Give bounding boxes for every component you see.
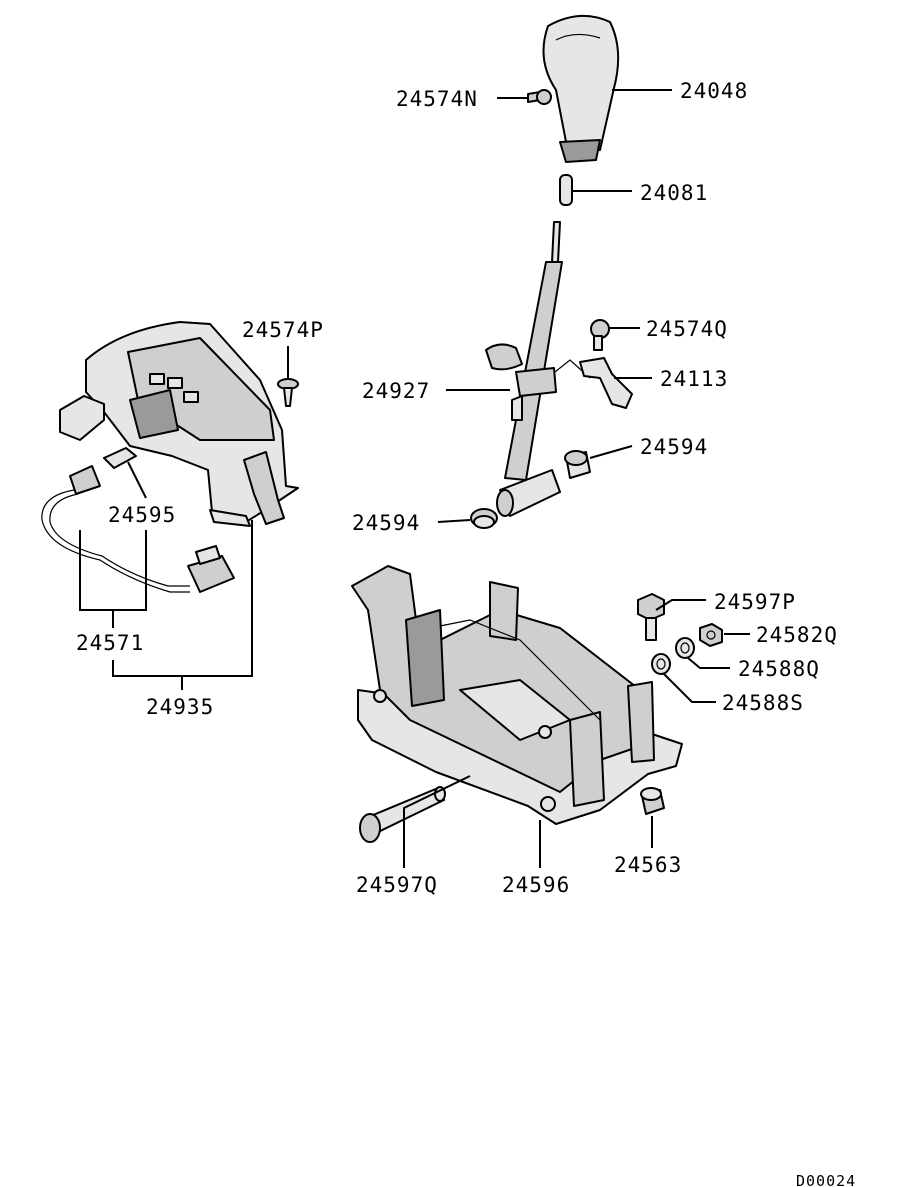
leader-lines [79, 89, 750, 868]
label-24582Q: 24582Q [756, 623, 838, 647]
bushing-24594-upper [564, 450, 591, 479]
bolt-24574Q [590, 319, 610, 351]
label-24571: 24571 [76, 631, 144, 655]
label-24594-upper: 24594 [640, 435, 708, 459]
wire-harness-24571 [41, 465, 235, 593]
washer-24588S [651, 653, 671, 675]
label-24927: 24927 [362, 379, 430, 403]
base-bracket-24596 [351, 565, 683, 825]
label-24048: 24048 [680, 79, 748, 103]
label-24597P: 24597P [714, 590, 796, 614]
nut-24582Q [699, 623, 723, 647]
shift-knob-24048 [542, 14, 620, 163]
label-24574P: 24574P [242, 318, 324, 342]
label-24574N: 24574N [396, 87, 478, 111]
shift-lever-24927 [485, 221, 591, 481]
label-24935: 24935 [146, 695, 214, 719]
label-24563: 24563 [614, 853, 682, 877]
shift-lever-sleeve [496, 469, 561, 517]
label-24595: 24595 [108, 503, 176, 527]
label-24594-lower: 24594 [352, 511, 420, 535]
bracket-24113 [579, 357, 633, 409]
label-24588Q: 24588Q [738, 657, 820, 681]
collar-24563 [640, 787, 665, 815]
label-24596: 24596 [502, 873, 570, 897]
label-24574Q: 24574Q [646, 317, 728, 341]
bolt-24597P [637, 593, 665, 641]
indicator-housing-24935 [59, 321, 299, 527]
screw-24574P [277, 378, 299, 407]
diagram-code: D00024 [796, 1172, 856, 1187]
pin-24081 [559, 174, 573, 206]
screw-24574N [527, 89, 552, 105]
washer-24588Q [675, 637, 695, 659]
label-24081: 24081 [640, 181, 708, 205]
clip-24595 [103, 447, 137, 469]
label-24588S: 24588S [722, 691, 804, 715]
label-24597Q: 24597Q [356, 873, 438, 897]
label-24113: 24113 [660, 367, 728, 391]
bushing-24594-lower [470, 508, 498, 529]
